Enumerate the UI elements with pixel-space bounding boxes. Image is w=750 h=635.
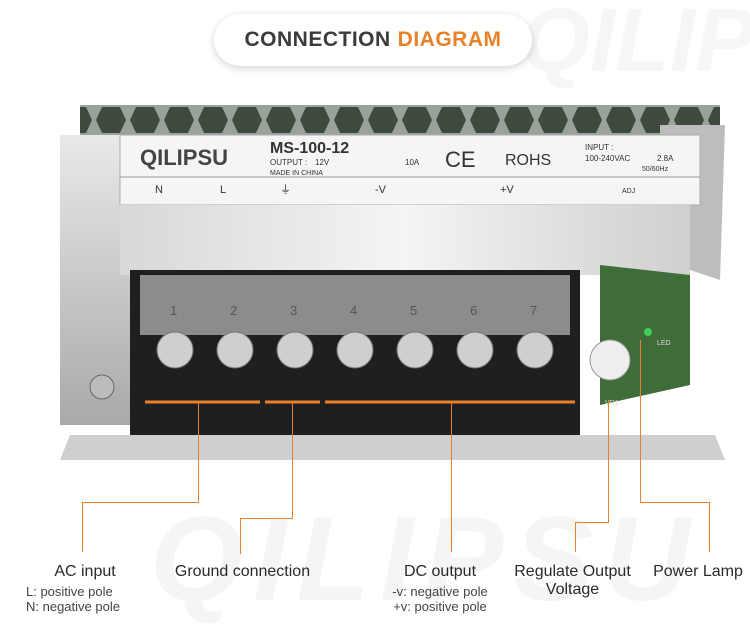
terminal-number: 4	[350, 303, 357, 318]
terminal-number: 5	[410, 303, 417, 318]
rohs-mark: ROHS	[505, 152, 551, 169]
section-header: CONNECTION DIAGRAM	[214, 14, 532, 66]
callout-ground-down	[240, 518, 241, 554]
callout-lamp-vertical	[640, 340, 641, 502]
callout-regulate-horizontal	[575, 522, 609, 523]
ac-input-title: AC input	[54, 563, 116, 580]
terminal-screws	[156, 331, 554, 369]
terminal-shield	[120, 205, 690, 275]
terminal-number: 7	[530, 303, 537, 318]
regulate-title-line2: Voltage	[545, 581, 600, 598]
device-model: MS-100-12	[270, 140, 349, 157]
callout-ac-horizontal	[82, 502, 199, 503]
potentiometer	[589, 339, 631, 381]
regulate-title-line1: Regulate Output	[514, 563, 631, 580]
output-label: OUTPUT :	[270, 158, 307, 167]
callout-lamp-horizontal	[640, 502, 710, 503]
terminal-number: 6	[470, 303, 477, 318]
led-silkscreen: LED	[657, 340, 671, 347]
output-current: 10A	[405, 158, 420, 167]
input-current: 2.8A	[657, 154, 674, 163]
callout-ac-down	[82, 502, 83, 552]
callout-ac-vertical	[198, 402, 199, 502]
terminal-number: 2	[230, 303, 237, 318]
ce-mark: CE	[445, 147, 476, 172]
callout-regulate-down	[575, 522, 576, 552]
pcb-board	[600, 265, 690, 405]
ground-connection-label: Ground connection	[165, 563, 320, 581]
power-supply-illustration: QILIPSU MS-100-12 OUTPUT : 12V 10A MADE …	[60, 105, 725, 460]
terminal-number: 3	[290, 303, 297, 318]
dc-output-line1: -v: negative pole	[392, 584, 488, 599]
ac-input-line1: L: positive pole	[26, 584, 113, 599]
mount-screw	[89, 374, 115, 400]
output-voltage: 12V	[315, 158, 330, 167]
callout-dc-vertical	[451, 402, 452, 552]
callout-regulate-vertical	[608, 400, 609, 522]
vr-silkscreen: VR1	[605, 400, 619, 407]
callout-lamp-down	[709, 502, 710, 552]
input-frequency: 50/60Hz	[642, 166, 669, 173]
terminal-label: ⏚	[280, 183, 291, 196]
power-lamp-title: Power Lamp	[653, 563, 743, 580]
power-led	[644, 328, 652, 336]
dc-output-line2: +v: positive pole	[393, 599, 487, 614]
label-plate	[119, 134, 701, 206]
device-brand: QILIPSU	[140, 145, 228, 170]
made-in: MADE IN CHINA	[270, 170, 323, 177]
terminal-label: -V	[375, 184, 387, 196]
regulate-voltage-label: Regulate Output Voltage	[505, 563, 640, 599]
dc-output-label: DC output -v: negative pole +v: positive…	[375, 563, 505, 614]
terminal-label: N	[155, 184, 163, 196]
terminal-number: 1	[170, 303, 177, 318]
ac-input-label: AC input L: positive pole N: negative po…	[20, 563, 150, 614]
input-voltage: 100-240VAC	[585, 154, 630, 163]
header-title-dark: CONNECTION	[244, 28, 391, 51]
terminal-cover	[140, 275, 570, 335]
power-lamp-label: Power Lamp	[648, 563, 748, 581]
callout-ground-vertical	[292, 402, 293, 518]
terminal-label: +V	[500, 184, 514, 196]
callout-ground-horizontal	[240, 518, 293, 519]
input-label: INPUT :	[585, 143, 613, 152]
header-title-accent: DIAGRAM	[397, 28, 502, 51]
ac-input-line2: N: negative pole	[26, 599, 120, 614]
base-tray	[60, 435, 725, 460]
dc-output-title: DC output	[403, 563, 477, 580]
adj-label: ADJ	[622, 188, 635, 195]
terminal-label: L	[220, 184, 226, 196]
ground-connection-title: Ground connection	[174, 563, 311, 580]
brand-watermark-top: QILIPSU	[520, 0, 750, 93]
